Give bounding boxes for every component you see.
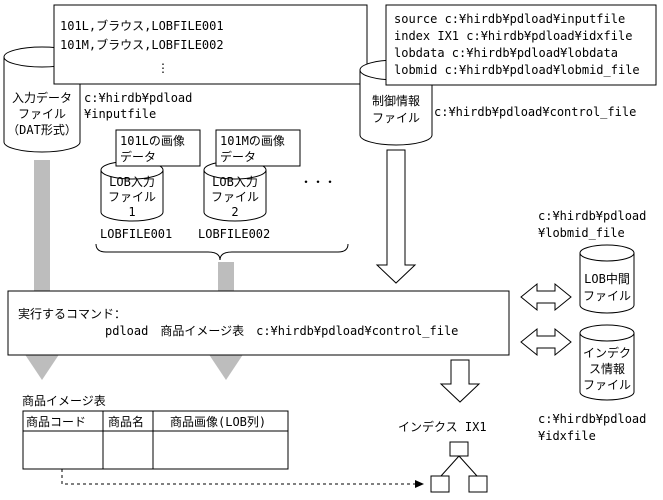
index-label: インデクス IX1 [398,419,487,434]
control-file-path: c:¥hirdb¥pdload¥control_file [434,105,636,119]
lob-mid-label-1: LOB中間 [584,271,630,286]
control-file-label-2: ファイル [372,111,420,125]
command-heading: 実行するコマンド： [18,306,126,321]
input-data-sample-box: 101L,ブラウス,LOBFILE001 101M,ブラウス,LOBFILE00… [53,4,368,85]
table-col-product-code: 商品コード [26,414,86,429]
lob-file-1-label-2: ファイル [108,190,156,204]
index-info-label-1: インデク [583,345,631,360]
double-arrow-lob-mid [520,282,572,312]
lob-file-2-label-1: LOB入力 [212,175,258,189]
index-info-file: インデク ス情報 ファイル [579,324,635,401]
control-statement-lobmid: lobmid c:¥hirdb¥pdload¥lobmid_file [394,63,640,77]
lob-file-1-note-1: 101Lの画像 [120,134,185,148]
lob-file-2-label-2: ファイル [211,190,259,204]
input-file-path-1: c:¥hirdb¥pdload [84,91,192,105]
control-statement-lobdata: lobdata c:¥hirdb¥pdload¥lobdata [394,46,618,60]
lob-mid-label-2: ファイル [583,289,631,303]
index-info-label-2: ス情報 [589,362,625,376]
control-statement-index: index IX1 c:¥hirdb¥pdload¥idxfile [394,29,632,43]
lob-files-brace [95,243,349,261]
lob-file-1-label-3: 1 [128,205,135,219]
input-file-label-2: ファイル [18,107,66,121]
lob-file-2-note-2: データ [220,149,256,164]
lob-file-1-note: 101Lの画像 データ [115,129,201,167]
input-sample-line-2: 101M,ブラウス,LOBFILE002 [60,37,224,52]
product-image-table: 商品コード 商品名 商品画像(LOB列) [22,410,289,470]
arrow-command-to-index [439,359,481,403]
lob-file-1-note-2: データ [120,149,156,164]
command-line: pdload 商品イメージ表 c:¥hirdb¥pdload¥control_f… [105,323,458,338]
lob-file-2-label-3: 2 [231,205,238,219]
lob-file-2-name: LOBFILE002 [198,227,270,241]
double-arrow-index-info [520,327,572,357]
lob-mid-path-1: c:¥hirdb¥pdload [538,209,646,223]
lob-file-2-note: 101Mの画像 データ [215,129,301,167]
input-file-label-1: 入力データ [12,90,72,105]
lob-files-ellipsis: ・・・ [300,175,336,189]
index-info-label-3: ファイル [583,378,631,392]
index-info-path-2: ¥idxfile [538,429,596,443]
control-info-file: 制御情報 ファイル [359,59,433,146]
index-tree-icon [430,441,488,493]
command-box: 実行するコマンド： pdload 商品イメージ表 c:¥hirdb¥pdload… [7,290,510,356]
table-title: 商品イメージ表 [22,393,106,408]
lob-file-1-name: LOBFILE001 [100,227,172,241]
lob-file-2-note-1: 101Mの画像 [220,134,285,148]
lob-mid-file: LOB中間 ファイル [579,244,635,314]
control-statements-box: source c:¥hirdb¥pdload¥inputfile index I… [385,4,657,86]
table-col-product-image: 商品画像(LOB列) [170,414,266,429]
lob-mid-path-2: ¥lobmid_file [538,226,625,240]
input-sample-line-1: 101L,ブラウス,LOBFILE001 [60,18,224,33]
control-statement-source: source c:¥hirdb¥pdload¥inputfile [394,12,625,26]
dashed-link-table-to-index [61,469,424,488]
arrow-control-to-command [375,149,417,284]
lob-file-1-label-1: LOB入力 [109,175,155,189]
lob-input-file-1: LOB入力 ファイル 1 [100,160,164,222]
index-info-path-1: c:¥hirdb¥pdload [538,412,646,426]
input-file-label-3: （DAT形式） [7,123,77,137]
control-file-label-1: 制御情報 [372,93,420,108]
lob-input-file-2: LOB入力 ファイル 2 [203,160,267,222]
table-col-product-name: 商品名 [108,414,144,429]
input-sample-ellipsis: ⋮ [157,61,169,75]
input-file-path-2: ¥inputfile [84,107,156,121]
